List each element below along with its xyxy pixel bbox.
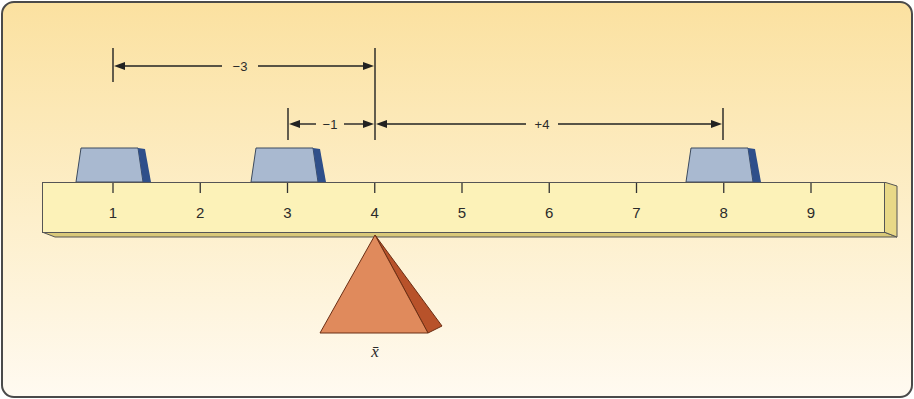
tick-mark bbox=[461, 183, 462, 193]
scale-number: 4 bbox=[371, 205, 379, 220]
scale-number: 7 bbox=[632, 205, 640, 220]
scale-number: 6 bbox=[545, 205, 553, 220]
distance-label: +4 bbox=[532, 117, 553, 132]
distance-label: −3 bbox=[230, 59, 251, 74]
dimension-lines bbox=[113, 48, 723, 140]
tick-mark bbox=[636, 183, 637, 193]
scale-number: 9 bbox=[807, 205, 815, 220]
fulcrum-shape bbox=[318, 233, 446, 369]
tick-mark bbox=[810, 183, 811, 193]
scale-number: 3 bbox=[283, 205, 291, 220]
fulcrum: x̄ bbox=[318, 233, 446, 369]
mean-symbol: x̄ bbox=[371, 343, 379, 360]
fulcrum-face bbox=[320, 235, 428, 333]
scale-number: 8 bbox=[720, 205, 728, 220]
tick-mark bbox=[112, 183, 113, 193]
beam-face bbox=[43, 183, 885, 233]
arrowheads bbox=[114, 62, 722, 128]
beam-shape bbox=[42, 182, 900, 238]
balance-beam: 1 2 3 4 5 6 7 8 9 bbox=[42, 182, 900, 238]
weights bbox=[76, 148, 761, 182]
beam-end bbox=[884, 182, 897, 237]
tick-mark bbox=[200, 183, 201, 193]
tick-mark bbox=[374, 183, 375, 193]
scale-number: 5 bbox=[458, 205, 466, 220]
scale-number: 2 bbox=[196, 205, 204, 220]
scale-number: 1 bbox=[109, 205, 117, 220]
distance-label: −1 bbox=[320, 117, 341, 132]
tick-mark bbox=[549, 183, 550, 193]
tick-mark bbox=[723, 183, 724, 193]
tick-mark bbox=[287, 183, 288, 193]
